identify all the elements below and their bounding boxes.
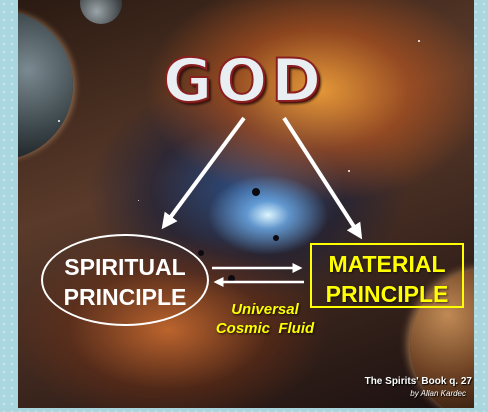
spiritual-line2: PRINCIPLE <box>63 284 187 310</box>
god-title: GOD <box>162 45 326 117</box>
small-planet-dot <box>198 250 204 256</box>
star <box>418 40 420 42</box>
small-planet-dot <box>228 275 235 282</box>
space-background <box>18 0 474 408</box>
fluid-line1: Universal <box>231 301 299 318</box>
source-credit: The Spirits' Book q. 27 <box>364 376 472 387</box>
star <box>138 200 139 201</box>
material-line1: MATERIAL <box>328 251 446 277</box>
material-principle-label: MATERIAL PRINCIPLE <box>310 249 464 309</box>
spiritual-line1: SPIRITUAL <box>64 254 186 280</box>
universal-cosmic-fluid-label: Universal Cosmic Fluid <box>200 300 330 338</box>
star <box>348 170 350 172</box>
arrow-god-to-material <box>282 116 363 240</box>
arrow-god-to-spiritual <box>161 116 246 230</box>
spiritual-principle-ellipse <box>41 234 209 326</box>
author-credit: by Allan Kardec <box>410 389 466 398</box>
spiritual-principle-label: SPIRITUAL PRINCIPLE <box>41 252 209 312</box>
small-planet-dot <box>252 188 260 196</box>
small-planet-dot <box>273 235 279 241</box>
material-principle-box <box>310 243 464 308</box>
fluid-line2: Cosmic Fluid <box>215 320 315 337</box>
star <box>58 120 60 122</box>
material-line2: PRINCIPLE <box>325 281 449 307</box>
